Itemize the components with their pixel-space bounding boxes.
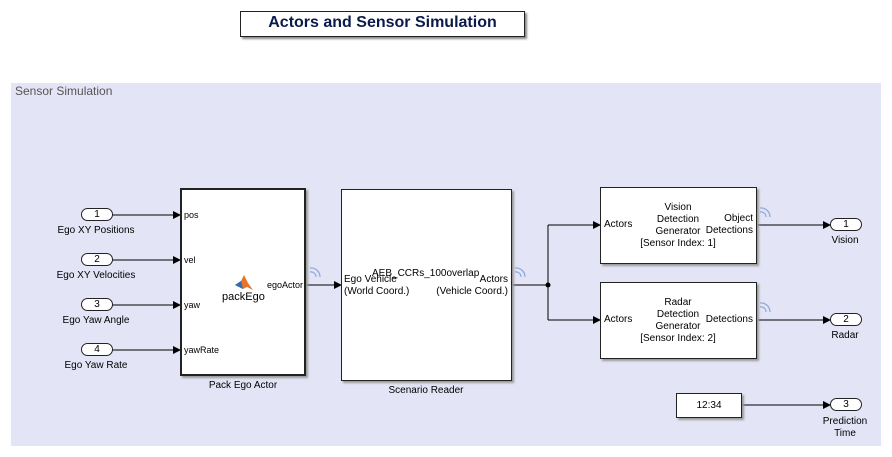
scenario-reader-input: Ego Vehicle (World Coord.) [344,274,410,297]
clock-block[interactable]: 12:34 [676,393,742,418]
outport-3-label: Prediction Time [822,416,868,439]
radar-detection-generator-block[interactable] [600,282,757,359]
radar-output: Detections [705,314,753,325]
inport-4[interactable]: 4 [81,343,113,356]
pack-ego-input-vel: vel [184,255,196,265]
radar-title: Radar Detection Generator [Sensor Index:… [640,297,716,344]
outport-3[interactable]: 3 [830,398,862,411]
inport-3[interactable]: 3 [81,298,113,311]
vision-detection-generator-block[interactable] [600,187,757,264]
pack-ego-input-pos: pos [184,210,199,220]
signal-icon-ego [309,267,321,278]
signal-icon-radar [759,302,771,313]
inport-3-label: Ego Yaw Angle [62,315,130,326]
vision-title: Vision Detection Generator [Sensor Index… [640,202,716,249]
signal-icon-vision [759,207,771,218]
vision-input: Actors [604,219,633,230]
scenario-reader-block[interactable] [341,189,512,381]
radar-input: Actors [604,314,633,325]
inport-2[interactable]: 2 [81,253,113,266]
scenario-reader-output: Actors (Vehicle Coord.) [436,274,508,297]
pack-ego-input-yaw: yaw [184,300,201,310]
area-label: Sensor Simulation [15,84,113,98]
diagram-title: Actors and Sensor Simulation [240,11,525,37]
pack-ego-actor-label: Pack Ego Actor [208,380,278,391]
branch-point [545,282,551,288]
outport-1[interactable]: 1 [830,218,862,231]
outport-2-label: Radar [831,330,859,341]
outport-2[interactable]: 2 [830,313,862,326]
inport-1-label: Ego XY Positions [57,225,135,236]
pack-ego-input-yawrate: yawRate [184,345,220,355]
vision-output: Object Detections [705,213,753,236]
inport-1[interactable]: 1 [81,208,113,221]
inport-2-label: Ego XY Velocities [56,270,136,281]
scenario-name: AEB_CCRs_100overlap [372,268,480,279]
signal-icon-reader [514,267,526,278]
scenario-reader-label: Scenario Reader [388,385,464,396]
inport-4-label: Ego Yaw Rate [64,360,128,371]
pack-ego-output: egoActor [267,280,304,290]
outport-1-label: Vision [831,235,859,246]
matlab-icon [235,275,253,290]
pack-ego-function: packEgo [222,291,265,303]
